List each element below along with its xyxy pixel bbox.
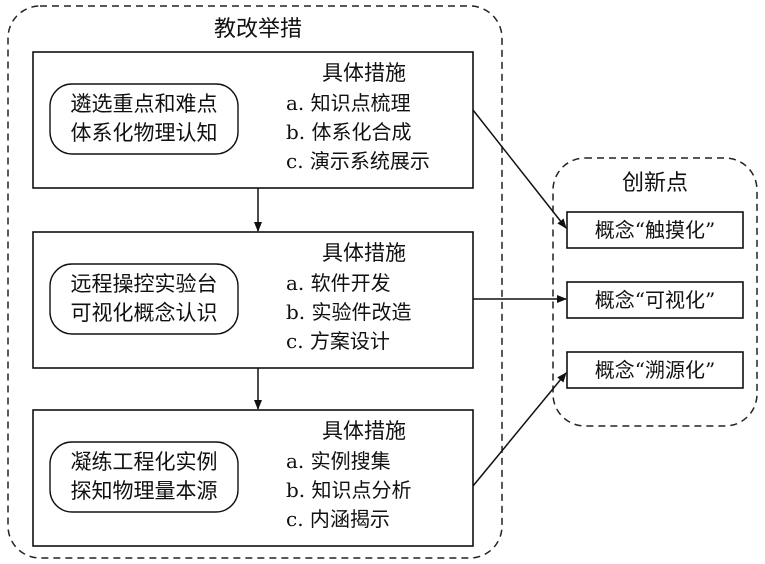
innovation-group-frame (552, 157, 758, 427)
measure-2-a: a. 软件开发 (286, 271, 391, 295)
focus-line-3-2: 探知物理量本源 (71, 479, 218, 503)
innovation-box-2 (566, 281, 744, 319)
innovation-box-3 (566, 351, 744, 389)
innovation-item-2: 概念“可视化” (595, 288, 715, 312)
measure-3-a: a. 实例搜集 (286, 449, 391, 473)
innovation-group-title: 创新点 (622, 171, 688, 196)
measures-title-2: 具体措施 (322, 241, 406, 265)
focus-box-3 (49, 441, 239, 513)
measure-2-c: c. 方案设计 (286, 329, 390, 353)
measure-1-b: b. 体系化合成 (286, 120, 412, 144)
focus-line-1-1: 遴选重点和难点 (71, 92, 218, 116)
focus-line-2-1: 远程操控实验台 (71, 272, 218, 296)
measure-2-b: b. 实验件改造 (286, 300, 412, 324)
innovation-item-1: 概念“触摸化” (595, 218, 715, 242)
focus-line-3-1: 凝练工程化实例 (71, 450, 218, 474)
measure-3-c: c. 内涵揭示 (286, 507, 390, 531)
innovation-box-1 (566, 211, 744, 249)
reform-group-frame (7, 5, 503, 559)
focus-box-1 (49, 83, 239, 155)
innovation-item-3: 概念“溯源化” (595, 358, 715, 382)
focus-line-1-2: 体系化物理认知 (71, 121, 218, 145)
measure-3-b: b. 知识点分析 (286, 478, 412, 502)
reform-group-title: 教改举措 (214, 17, 302, 42)
measures-title-3: 具体措施 (322, 419, 406, 443)
focus-box-2 (49, 263, 239, 335)
measures-title-1: 具体措施 (322, 61, 406, 85)
arrow-module1-to-item1 (472, 109, 567, 229)
arrow-module3-to-item3 (472, 372, 567, 487)
measure-1-c: c. 演示系统展示 (286, 149, 430, 173)
measure-1-a: a. 知识点梳理 (286, 91, 411, 115)
focus-line-2-2: 可视化概念认识 (71, 301, 218, 325)
